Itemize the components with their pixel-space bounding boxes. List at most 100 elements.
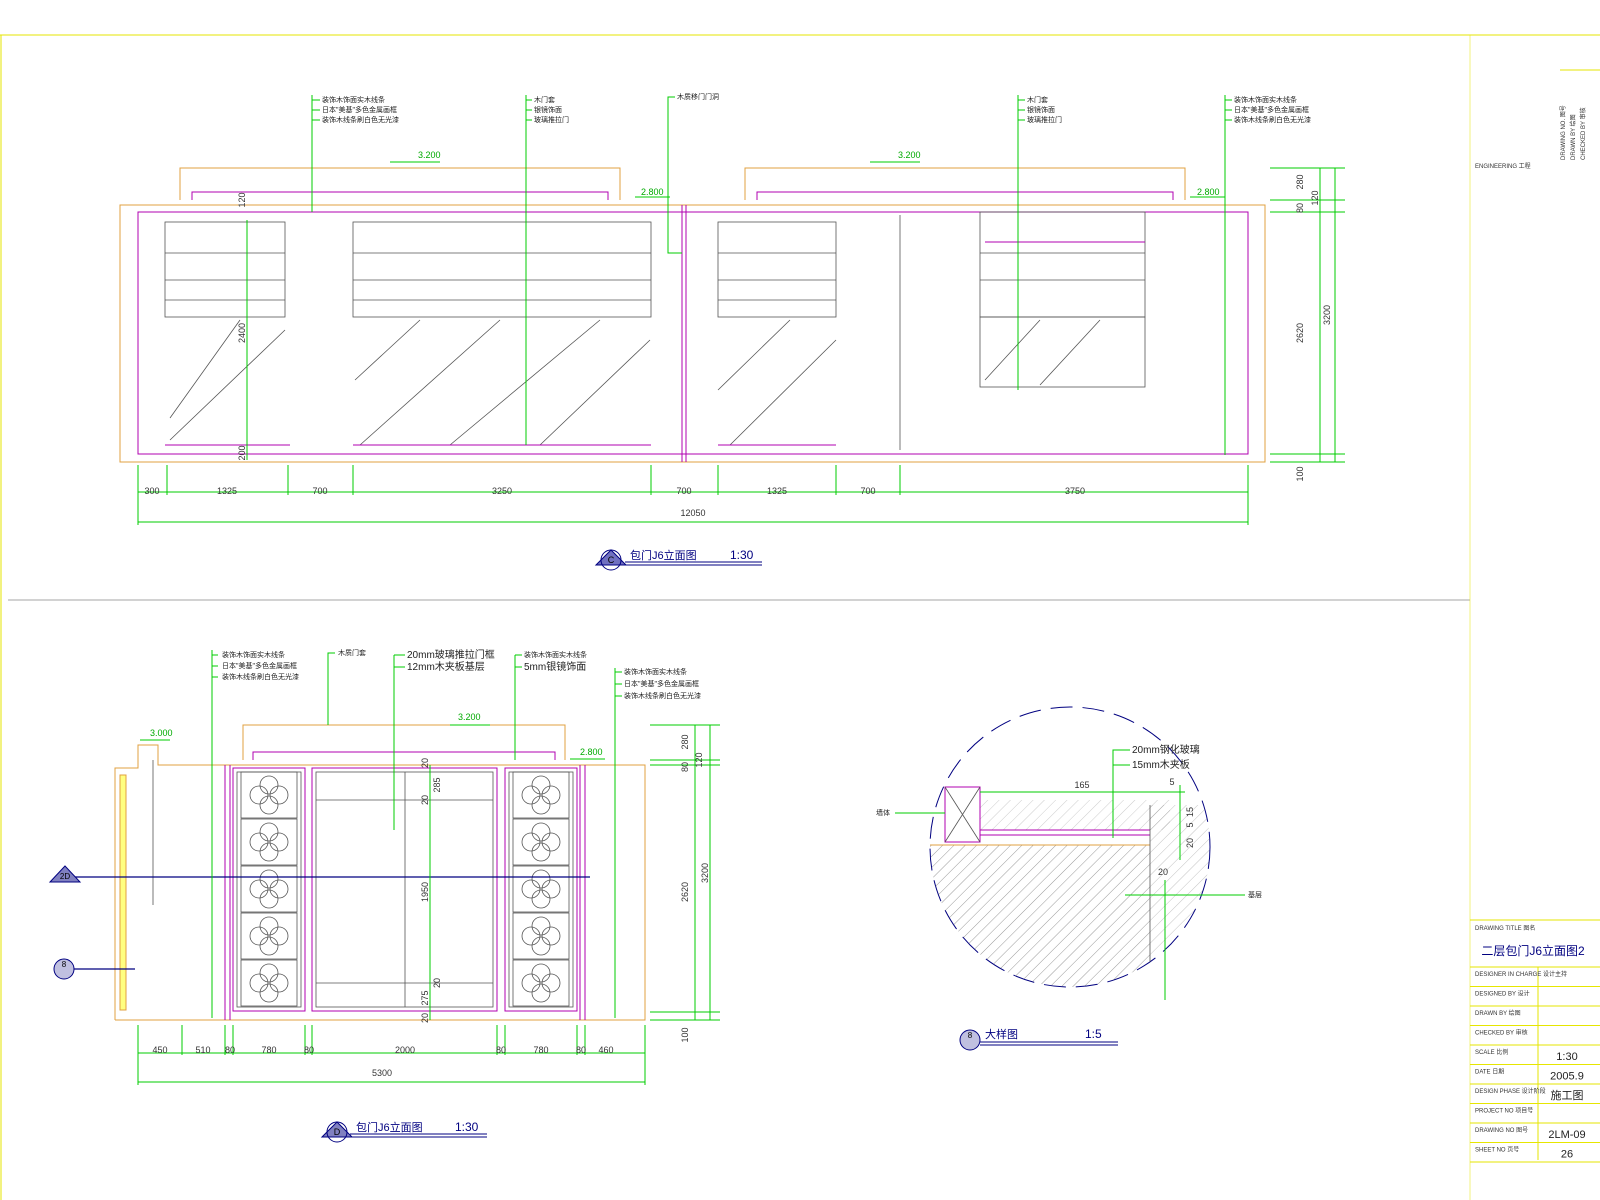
dim: 5 — [1185, 822, 1195, 827]
level-label: 2.800 — [641, 187, 664, 197]
note: 15mm木夹板 — [1132, 758, 1190, 771]
elevation-d — [60, 650, 720, 1085]
dim: 2620 — [1295, 323, 1305, 343]
lattice-motif — [531, 842, 551, 862]
section-marker-icon — [320, 1121, 354, 1138]
lattice-motif — [259, 775, 279, 795]
lattice-motif — [531, 869, 551, 889]
detail-8: 165 5 15 5 20 20 20mm钢化玻璃 15mm木夹板 墙体 基层 … — [876, 706, 1262, 1051]
note: 日本"美基"多色金属画框 — [624, 679, 699, 688]
dim-total: 12050 — [680, 508, 705, 518]
note: 日本"美基"多色金属画框 — [222, 661, 297, 670]
dim: 700 — [312, 486, 327, 496]
lattice-motif — [259, 795, 279, 815]
lattice-cell — [240, 865, 298, 913]
lattice-motif — [259, 963, 279, 983]
dim: 510 — [195, 1045, 210, 1055]
note: 装饰木线条刷白色无光漆 — [222, 672, 299, 681]
tb-row-value: 1:30 — [1556, 1051, 1577, 1063]
dim: 780 — [261, 1045, 276, 1055]
note: 木门套 — [534, 95, 555, 104]
lattice-motif — [249, 926, 269, 946]
detail-marker-icon — [53, 958, 75, 980]
tb-row-value: 2LM-09 — [1548, 1129, 1585, 1141]
section-marker-icon — [594, 549, 628, 566]
lattice-motif — [259, 936, 279, 956]
lattice-motif — [259, 916, 279, 936]
note: 木质门套 — [338, 648, 366, 657]
dim: 3200 — [700, 863, 710, 883]
dim: 165 — [1074, 780, 1089, 790]
tb-label: ENGINEERING 工程 — [1475, 162, 1531, 170]
dim: 80 — [576, 1045, 586, 1055]
note: 基层 — [1248, 890, 1262, 899]
tb-row-label: DESIGN PHASE 设计阶段 — [1475, 1087, 1546, 1095]
dim: 280 — [1295, 174, 1305, 189]
lattice-motif — [541, 785, 561, 805]
dim: 120 — [694, 752, 704, 767]
dim: 700 — [676, 486, 691, 496]
dim: 20 — [420, 758, 430, 768]
lattice-motif — [521, 879, 541, 899]
dim: 450 — [152, 1045, 167, 1055]
note: 20mm玻璃推拉门框 — [407, 648, 495, 661]
lattice-cell — [512, 818, 570, 866]
lattice-cell — [512, 771, 570, 819]
note: 5mm银镜饰面 — [524, 660, 586, 673]
dim: 460 — [598, 1045, 613, 1055]
note: 装饰木饰面实木线条 — [222, 650, 285, 659]
tb-row-value: 2005.9 — [1550, 1071, 1584, 1083]
lattice-cell — [240, 771, 298, 819]
lattice-motif — [521, 973, 541, 993]
tb-label: CHECKED BY 审核 — [1579, 107, 1587, 160]
dim: 1325 — [217, 486, 237, 496]
dim: 3250 — [492, 486, 512, 496]
elevation-c — [119, 95, 1345, 525]
tb-row-value: 26 — [1561, 1149, 1573, 1161]
level-label: 3.200 — [458, 712, 481, 722]
level-label: 2.800 — [1197, 187, 1220, 197]
tb-row-label: SCALE 比例 — [1475, 1048, 1508, 1056]
lattice-motif — [531, 775, 551, 795]
tb-row-label: DRAWING NO 图号 — [1475, 1127, 1528, 1134]
lattice-motif — [521, 926, 541, 946]
marker-label: 8 — [968, 1031, 973, 1040]
tb-row-value: 施工图 — [1551, 1089, 1584, 1102]
note: 装饰木线条刷白色无光漆 — [1234, 115, 1311, 124]
lattice-cell — [240, 818, 298, 866]
dim: 15 — [1185, 807, 1195, 817]
dim: 285 — [432, 777, 442, 792]
lattice-cell — [512, 912, 570, 960]
note: 木质移门门洞 — [677, 92, 719, 101]
dim: 20 — [1185, 838, 1195, 848]
lattice-motif — [531, 822, 551, 842]
dim: 20 — [420, 795, 430, 805]
level-label: 2.800 — [580, 747, 603, 757]
drawing-title: 二层包门J6立面图2 — [1481, 943, 1585, 958]
tb-row-label: DESIGNED BY 设计 — [1475, 990, 1530, 998]
view-title: 大样图 — [985, 1027, 1018, 1041]
dim: 2620 — [680, 882, 690, 902]
dim: 20 — [1158, 867, 1168, 877]
dim: 80 — [1295, 203, 1305, 213]
lattice-motif — [531, 983, 551, 1003]
lattice-cell — [240, 912, 298, 960]
lattice-motif — [249, 973, 269, 993]
lattice-cell — [512, 959, 570, 1007]
view-scale: 1:30 — [730, 548, 754, 562]
note: 墙体 — [876, 808, 890, 817]
dim: 275 — [420, 990, 430, 1005]
dim: 80 — [496, 1045, 506, 1055]
dim: 80 — [680, 762, 690, 772]
note: 日本"美基"多色金属画框 — [322, 105, 397, 114]
lattice-motif — [269, 879, 289, 899]
lattice-motif — [531, 936, 551, 956]
view-scale: 1:30 — [455, 1120, 479, 1134]
dim: 300 — [144, 486, 159, 496]
tb-row-label: CHECKED BY 审核 — [1475, 1029, 1528, 1037]
dim: 3200 — [1322, 305, 1332, 325]
tb-label: DRAWN BY 绘图 — [1569, 114, 1577, 160]
dim: 1325 — [767, 486, 787, 496]
note: 20mm钢化玻璃 — [1132, 743, 1200, 756]
